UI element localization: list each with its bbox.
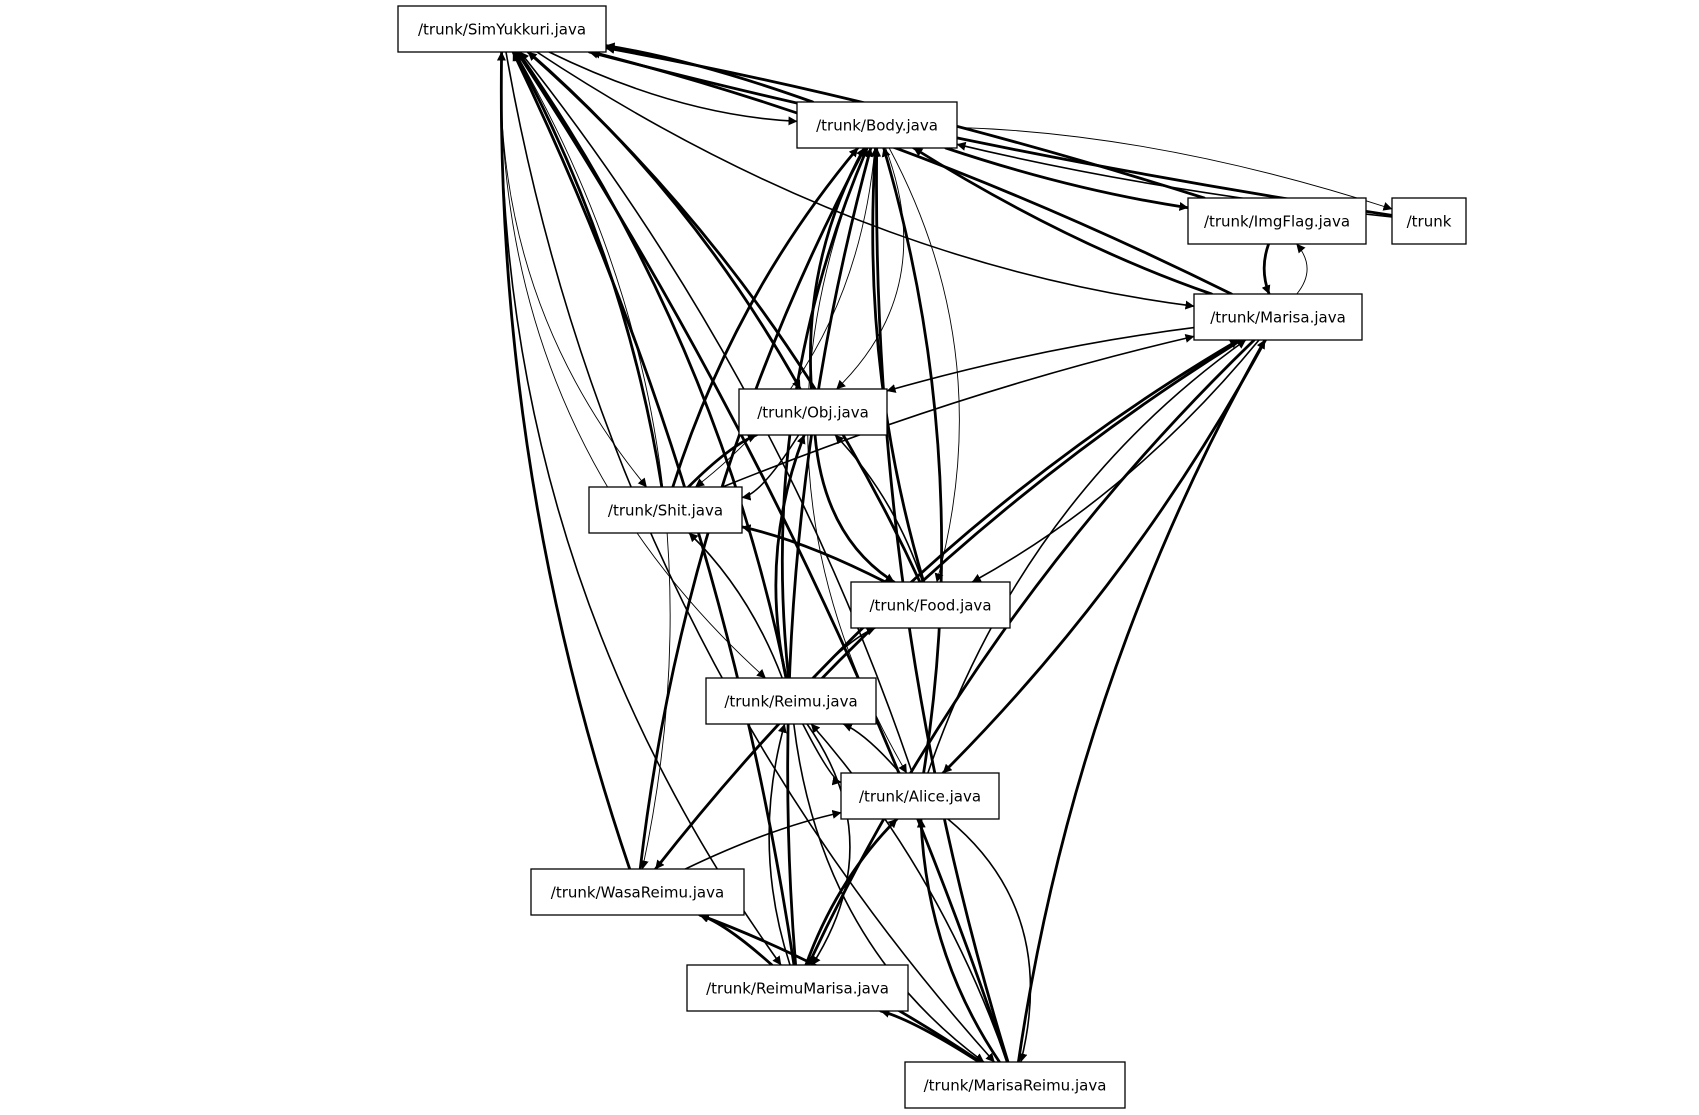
edge-marisa-to-imgflag: [1296, 243, 1308, 295]
node-marisa[interactable]: /trunk/Marisa.java: [1193, 293, 1363, 341]
node-box: [588, 486, 743, 534]
node-trunk[interactable]: /trunk: [1391, 197, 1467, 245]
node-box: [686, 964, 909, 1012]
node-label: /trunk/Food.java: [869, 597, 991, 615]
node-box: [1391, 197, 1467, 245]
node-label: /trunk/Shit.java: [608, 502, 723, 520]
node-imgflag[interactable]: /trunk/ImgFlag.java: [1187, 197, 1367, 245]
edge-marisa-to-body: [912, 146, 1213, 296]
edge-marisareimu-to-reimu: [810, 723, 1008, 1063]
node-simyukkuri[interactable]: /trunk/SimYukkuri.java: [397, 5, 607, 53]
edge-reimu-to-reimumarisa: [806, 723, 851, 966]
node-label: /trunk/MarisaReimu.java: [924, 1077, 1107, 1095]
node-box: [850, 581, 1011, 629]
node-box: [1187, 197, 1367, 245]
node-wasareimu[interactable]: /trunk/WasaReimu.java: [530, 868, 745, 916]
node-box: [1193, 293, 1363, 341]
edges-layer: [496, 42, 1394, 1064]
node-label: /trunk/Body.java: [816, 117, 938, 135]
edge-simyukkuri-to-reimu: [500, 51, 766, 679]
edge-food-to-simyukkuri: [526, 50, 922, 584]
node-alice[interactable]: /trunk/Alice.java: [840, 772, 1000, 820]
node-box: [397, 5, 607, 53]
edge-imgflag-to-marisa: [1261, 242, 1271, 296]
edge-shit-to-marisa: [721, 333, 1195, 488]
edge-reimu-to-simyukkuri: [516, 50, 788, 680]
edge-food-to-obj: [834, 434, 924, 583]
edge-simyukkuri-to-marisa: [536, 51, 1195, 310]
edge-body-to-trunk: [956, 126, 1393, 211]
node-label: /trunk/WasaReimu.java: [551, 884, 724, 902]
edge-marisa-to-wasareimu: [654, 338, 1243, 871]
edge-obj-to-food: [813, 433, 896, 584]
node-obj[interactable]: /trunk/Obj.java: [738, 388, 888, 436]
edge-alice-to-body: [881, 146, 943, 775]
node-label: /trunk/Obj.java: [757, 404, 869, 422]
edge-reimumarisa-to-alice: [804, 817, 899, 967]
edge-simyukkuri-to-wasareimu: [514, 51, 671, 870]
node-box: [840, 772, 1000, 820]
edge-body-to-imgflag: [944, 146, 1190, 211]
edge-alice-to-marisa: [927, 339, 1247, 774]
edge-marisareimu-to-marisa: [1017, 338, 1267, 1064]
edge-shit-to-body: [671, 146, 860, 489]
edge-marisa-to-obj: [886, 326, 1195, 393]
node-box: [904, 1061, 1126, 1109]
node-box: [705, 677, 877, 725]
edge-food-to-shit: [740, 524, 887, 584]
edge-simyukkuri-to-obj: [527, 50, 802, 391]
node-label: /trunk/ImgFlag.java: [1204, 213, 1350, 231]
node-label: /trunk/ReimuMarisa.java: [706, 980, 889, 998]
node-label: /trunk/Alice.java: [859, 788, 981, 806]
node-reimumarisa[interactable]: /trunk/ReimuMarisa.java: [686, 964, 909, 1012]
edge-marisareimu-to-alice: [916, 817, 1001, 1064]
node-body[interactable]: /trunk/Body.java: [796, 101, 958, 149]
edge-reimu-to-obj: [774, 433, 806, 680]
edge-shit-to-obj: [687, 433, 758, 489]
edge-marisa-to-simyukkuri: [590, 49, 1233, 296]
node-shit[interactable]: /trunk/Shit.java: [588, 486, 743, 534]
edge-alice-to-marisareimu: [947, 818, 1032, 1063]
edge-simyukkuri-to-body: [548, 51, 798, 126]
edge-alice-to-reimu: [842, 723, 901, 774]
edge-reimumarisa-to-body: [786, 146, 873, 967]
edge-food-to-body: [870, 146, 926, 584]
edge-marisareimu-to-reimumarisa: [879, 1008, 981, 1064]
node-label: /trunk/Reimu.java: [724, 693, 857, 711]
edge-marisareimu-to-simyukkuri: [515, 50, 1009, 1064]
node-marisareimu[interactable]: /trunk/MarisaReimu.java: [904, 1061, 1126, 1109]
node-reimu[interactable]: /trunk/Reimu.java: [705, 677, 877, 725]
edge-wasareimu-to-alice: [684, 809, 842, 870]
nodes-layer: /trunk/SimYukkuri.java/trunk/Body.java/t…: [397, 5, 1467, 1109]
node-label: /trunk: [1407, 213, 1452, 231]
edge-body-to-shit: [694, 147, 876, 488]
edge-marisa-to-reimumarisa: [806, 338, 1256, 967]
edge-reimumarisa-to-reimu: [768, 723, 791, 966]
edge-obj-to-body: [809, 146, 866, 391]
edge-body-to-obj: [836, 147, 905, 390]
edge-marisa-to-alice: [941, 338, 1267, 775]
node-box: [796, 101, 958, 149]
node-label: /trunk/Marisa.java: [1210, 309, 1346, 327]
edge-trunk-to-simyukkuri: [588, 49, 1394, 217]
edge-simyukkuri-to-reimumarisa: [500, 51, 782, 966]
node-box: [530, 868, 745, 916]
edge-reimu-to-alice: [802, 723, 842, 786]
edge-simyukkuri-to-marisareimu: [505, 51, 996, 1063]
node-label: /trunk/SimYukkuri.java: [418, 21, 586, 39]
edge-reimu-to-marisareimu: [793, 723, 985, 1063]
edge-body-to-food: [888, 147, 960, 583]
node-food[interactable]: /trunk/Food.java: [850, 581, 1011, 629]
node-box: [738, 388, 888, 436]
